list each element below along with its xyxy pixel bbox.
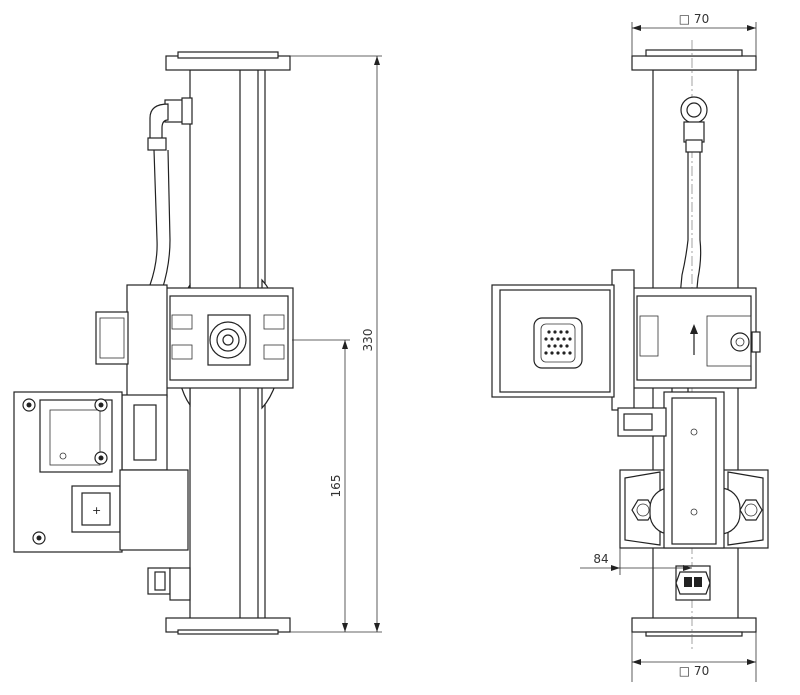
dimension-84: 84 <box>593 552 608 566</box>
front-hose-edge <box>687 152 702 405</box>
front-offset-dimension <box>580 548 692 575</box>
front-top-dimension <box>631 22 757 56</box>
dimension-330: 330 <box>361 329 375 352</box>
side-elbow-fitting <box>147 97 193 151</box>
front-connector-module <box>491 269 635 411</box>
front-view: □ 70 □ 70 84 <box>491 12 769 682</box>
side-connector-box <box>95 284 168 398</box>
side-actuator: + <box>13 391 189 553</box>
dimension-165: 165 <box>329 475 343 498</box>
front-bottom-dimension <box>631 632 757 682</box>
front-actuator-column <box>617 391 725 549</box>
svg-text:+: + <box>92 504 101 517</box>
side-clamp-block <box>164 287 294 389</box>
front-bottom-flange <box>631 617 757 637</box>
front-elbow-fitting <box>680 96 708 153</box>
front-clamp-block <box>631 287 761 389</box>
side-solenoid <box>121 394 168 471</box>
front-top-flange <box>631 49 757 71</box>
side-top-flange <box>165 51 291 71</box>
side-dimensions <box>290 55 382 633</box>
side-bottom-fitting <box>147 567 191 601</box>
side-view: + 330 165 <box>13 51 382 635</box>
dimension-bottom-70: □ 70 <box>679 664 709 678</box>
dimension-top-70: □ 70 <box>679 12 709 26</box>
side-bottom-flange <box>165 617 291 635</box>
front-bottom-connector <box>675 565 711 601</box>
front-hose <box>671 152 689 405</box>
